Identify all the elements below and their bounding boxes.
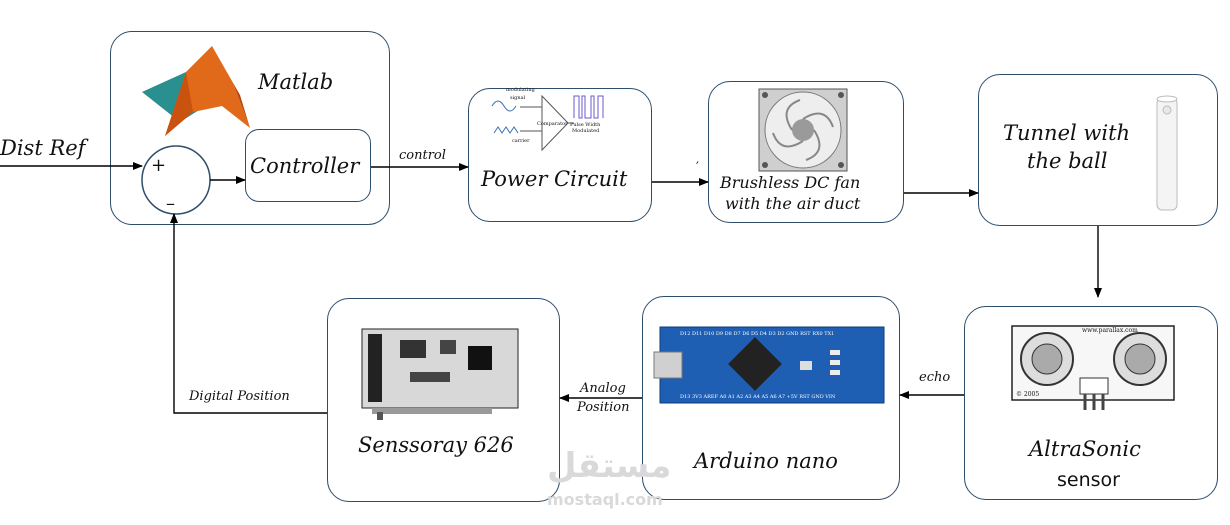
tunnel-block: [978, 74, 1218, 226]
digital-position-label: Digital Position: [189, 389, 290, 404]
arduino-pins-top: D12 D11 D10 D9 D8 D7 D6 D5 D4 D3 D2 GND …: [680, 331, 835, 337]
ultrasonic-brand: www.parallax.com: [1082, 327, 1138, 334]
watermark-latin: mostaql.com: [547, 490, 663, 509]
arduino-nano-icon: [653, 326, 885, 404]
pwm-carrier-label: carrier: [512, 138, 530, 144]
analog-position-label-line1: Analog: [580, 381, 626, 396]
matlab-logo-icon: [142, 46, 250, 136]
pwm-modulating-label: modulating: [506, 87, 535, 93]
tick-mark: ′: [696, 160, 699, 175]
arduino-pins-bottom: D13 3V3 AREF A0 A1 A2 A3 A4 A5 A6 A7 +5V…: [680, 394, 836, 400]
dist-ref-label: Dist Ref: [0, 136, 86, 160]
arduino-title: Arduino nano: [694, 449, 838, 473]
pwm-modulated-label: Modulated: [572, 128, 600, 134]
pwm-comparator-label: Comparator: [537, 121, 568, 127]
controller-block: [245, 129, 371, 202]
ultrasonic-title: AltraSonic: [1029, 437, 1141, 461]
tunnel-title-line2: the ball: [1027, 149, 1108, 173]
pwm-pulse-width-label: Pulse Width: [570, 122, 601, 128]
echo-label: echo: [919, 370, 951, 385]
power-circuit-block: [468, 88, 652, 222]
tunnel-title-line1: Tunnel with: [1003, 121, 1131, 145]
control-label: control: [399, 148, 446, 163]
sensoray-card-icon: [361, 328, 519, 420]
pwm-signal-label: signal: [510, 95, 526, 101]
ultrasonic-year: © 2005: [1016, 391, 1040, 398]
minus-sign: –: [166, 193, 175, 214]
fan-title-line1: Brushless DC fan: [720, 173, 861, 192]
controller-label: Controller: [250, 154, 360, 178]
fan-title-line2: with the air duct: [725, 194, 861, 213]
matlab-title: Matlab: [258, 70, 334, 94]
analog-position-label-line2: Position: [577, 400, 630, 415]
feedback-line: [170, 213, 327, 414]
plus-sign: +: [151, 155, 167, 176]
ultrasonic-subtitle: sensor: [1057, 469, 1120, 491]
fan-picture-icon: [758, 88, 848, 172]
watermark-arabic: مستقل: [547, 446, 672, 486]
ultrasonic-sensor-icon: [1011, 325, 1175, 410]
tunnel-tube-icon: [1156, 95, 1178, 211]
power-circuit-title: Power Circuit: [481, 167, 628, 191]
pwm-diagram-icon: [491, 94, 604, 152]
sensoray-title: Senssoray 626: [358, 433, 514, 457]
